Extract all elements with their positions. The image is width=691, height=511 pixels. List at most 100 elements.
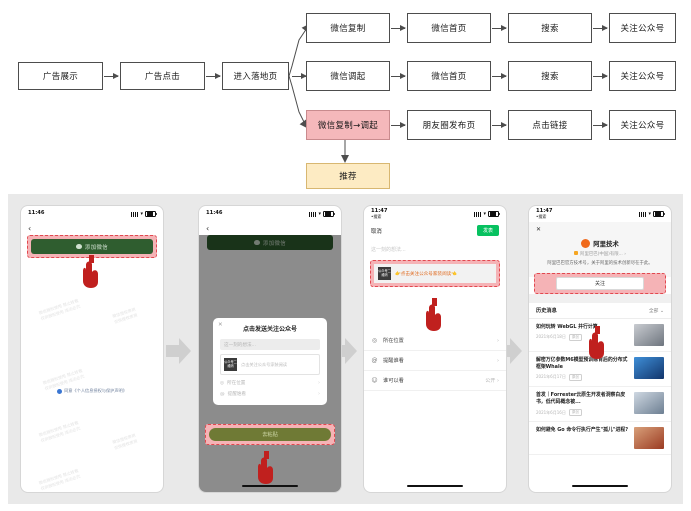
node-ad-impression: 广告展示 — [18, 62, 103, 90]
status-return-label[interactable]: •搜索 — [536, 213, 547, 219]
visibility-value: 公开 — [485, 378, 496, 384]
watermark: 微信授权使用仅供授权使用 — [111, 306, 138, 325]
node-label: 微信调起 — [330, 72, 366, 82]
signal-icon — [474, 211, 482, 217]
article-item[interactable]: 如何玩转 WebGL 并行计算 2021年6月18日 原创 — [529, 318, 671, 352]
watermark: 微信授权使用 禁止转载仅供授权使用 违法必究 — [38, 419, 81, 444]
row-remind[interactable]: @ 提醒谁看 › — [220, 391, 320, 397]
signal-icon — [309, 211, 317, 217]
highlight-box: 添加微信 — [27, 235, 157, 258]
node-wechat-home-2: 微信首页 — [407, 61, 491, 91]
nav-bar: ‹ — [21, 222, 163, 235]
account-avatar — [581, 239, 591, 248]
row-label: 所在位置 — [227, 381, 246, 386]
watermark: 微信授权使用 禁止转载仅供授权使用 违法必究 — [38, 297, 81, 322]
chevron-right-icon — [497, 336, 523, 366]
phone-screen-official-account: 11:47 •搜索 ▾ ✕ 阿里技术 阿里巴巴(中国)有限... › 阿里巴巴官… — [528, 205, 672, 493]
status-bar: 11:46 ▾ — [199, 206, 341, 222]
add-wechat-button[interactable]: 添加微信 — [31, 239, 153, 254]
article-item[interactable]: 解密万亿参数M6模型预训练背后的分布式框架Whale 2021年6月17日 原创 — [529, 351, 671, 387]
chevron-right-icon: › — [497, 337, 499, 344]
at-icon: @ — [371, 357, 378, 364]
arrow-invoke-to-home — [391, 73, 406, 79]
article-thumbnail — [634, 391, 664, 414]
status-return-label[interactable]: •搜索 — [371, 213, 382, 219]
article-date: 2021年6月16日 — [536, 409, 566, 415]
cancel-button[interactable]: 取消 — [371, 228, 382, 235]
close-icon[interactable]: ✕ — [536, 226, 542, 233]
node-label: 搜索 — [541, 72, 559, 82]
qr-thumbnail: 公众号二维码 — [224, 358, 237, 371]
follow-button[interactable]: 关注 — [556, 276, 644, 290]
row-location[interactable]: ◎ 所在位置 › — [220, 380, 320, 386]
history-header: 历史消息 全部 ⌄ — [529, 302, 671, 319]
close-icon[interactable]: ✕ — [218, 322, 223, 328]
article-title: 解密万亿参数M6模型预训练背后的分布式框架Whale — [536, 356, 628, 370]
link-card[interactable]: 公众号二维码 👉点击关注公众号家装阅读👈 — [374, 264, 496, 283]
publish-button[interactable]: 发表 — [476, 225, 499, 236]
privacy-consent[interactable]: 同意《个人信息授权与保护声明》 — [21, 388, 163, 394]
account-header: ✕ 阿里技术 阿里巴巴(中国)有限... › 阿里巴巴官方技术号，关于阿里的技术… — [529, 222, 671, 277]
chevron-right-icon: › — [318, 391, 320, 397]
link-card-text: 👉点击关注公众号家装阅读👈 — [395, 271, 457, 277]
arrow-copy-to-home — [391, 25, 406, 31]
article-thumbnail — [634, 427, 664, 450]
history-filter[interactable]: 全部 ⌄ — [648, 308, 664, 314]
node-search-2: 搜索 — [508, 61, 592, 91]
wechat-icon — [75, 244, 82, 249]
add-wechat-label: 添加微信 — [84, 244, 109, 251]
thought-input[interactable]: 这一刻的想法... — [371, 247, 406, 253]
wifi-icon: ▾ — [318, 211, 321, 217]
link-card-text: 点击关注公众号家装阅读 — [241, 361, 288, 367]
add-wechat-button[interactable]: 添加微信 — [207, 235, 333, 250]
history-title: 历史消息 — [536, 307, 557, 314]
arrow-landing-to-invoke — [292, 73, 307, 79]
thought-input[interactable]: 这一刻的想法... — [220, 339, 320, 350]
node-wechat-invoke: 微信调起 — [306, 61, 390, 91]
article-title: 如何避免 Go 命令行执行产生"孤儿"进程? — [536, 427, 629, 434]
chevron-right-icon — [332, 336, 358, 366]
arrow-copyinvoke-to-moments — [391, 122, 406, 128]
article-date: 2021年6月17日 — [536, 374, 566, 380]
node-moments-page: 朋友圈发布页 — [407, 110, 491, 140]
node-label: 点击链接 — [532, 121, 568, 131]
node-landing-page: 进入落地页 — [222, 62, 289, 90]
highlight-box: 关注 — [534, 272, 666, 294]
arrow-moments-to-click — [492, 122, 507, 128]
article-thumbnail — [634, 323, 664, 346]
confirm-highlight-wrap: 去粘贴 — [199, 424, 341, 445]
arrow-home-to-search-2 — [492, 73, 507, 79]
row-location[interactable]: ◎ 所在位置 › — [364, 331, 506, 351]
chevron-right-icon: › — [318, 380, 320, 386]
node-search-1: 搜索 — [508, 13, 592, 43]
article-item[interactable]: 首发｜Forrester云原生开发者洞察白皮书，低代码概念被... 2021年6… — [529, 386, 671, 423]
signal-icon — [639, 211, 647, 217]
nav-bar: ‹ — [199, 222, 341, 235]
phone-screen-paste-dialog: 11:46 ▾ ‹ 添加微信 ✕ 点击发送关注公众号 这一刻的想法... 公众号… — [198, 205, 342, 493]
paste-modal: ✕ 点击发送关注公众号 这一刻的想法... 公众号二维码 点击关注公众号家装阅读… — [213, 318, 327, 405]
back-icon[interactable]: ‹ — [28, 223, 32, 233]
article-thumbnail — [634, 356, 664, 379]
account-name-row: 阿里技术 — [536, 239, 664, 248]
cta-wrap: 添加微信 — [199, 235, 341, 250]
row-visibility[interactable]: ☺ 谁可以看 公开 › — [364, 371, 506, 391]
go-paste-button[interactable]: 去粘贴 — [209, 428, 331, 441]
node-recommend: 推荐 — [306, 163, 390, 189]
arrow-search-to-follow-1 — [593, 25, 608, 31]
node-label: 关注公众号 — [620, 72, 665, 82]
article-item[interactable]: 如何避免 Go 命令行执行产生"孤儿"进程? — [529, 422, 671, 456]
watermark: 微信授权使用 禁止转载仅供授权使用 违法必究 — [38, 467, 81, 492]
go-paste-label: 去粘贴 — [262, 432, 278, 438]
link-card[interactable]: 公众号二维码 点击关注公众号家装阅读 — [220, 354, 320, 375]
battery-icon — [145, 210, 157, 218]
battery-icon — [488, 210, 500, 218]
arrow-ad-click-to-landing — [206, 73, 221, 79]
back-icon[interactable]: ‹ — [206, 223, 210, 233]
at-icon: @ — [220, 391, 225, 397]
cta-highlight-wrap: 添加微信 — [21, 235, 163, 258]
row-remind[interactable]: @ 提醒谁看 › — [364, 351, 506, 371]
account-subject[interactable]: 阿里巴巴(中国)有限... › — [536, 251, 664, 257]
node-follow-2: 关注公众号 — [609, 61, 676, 91]
checkbox-icon[interactable] — [57, 388, 63, 394]
home-indicator — [572, 484, 628, 487]
